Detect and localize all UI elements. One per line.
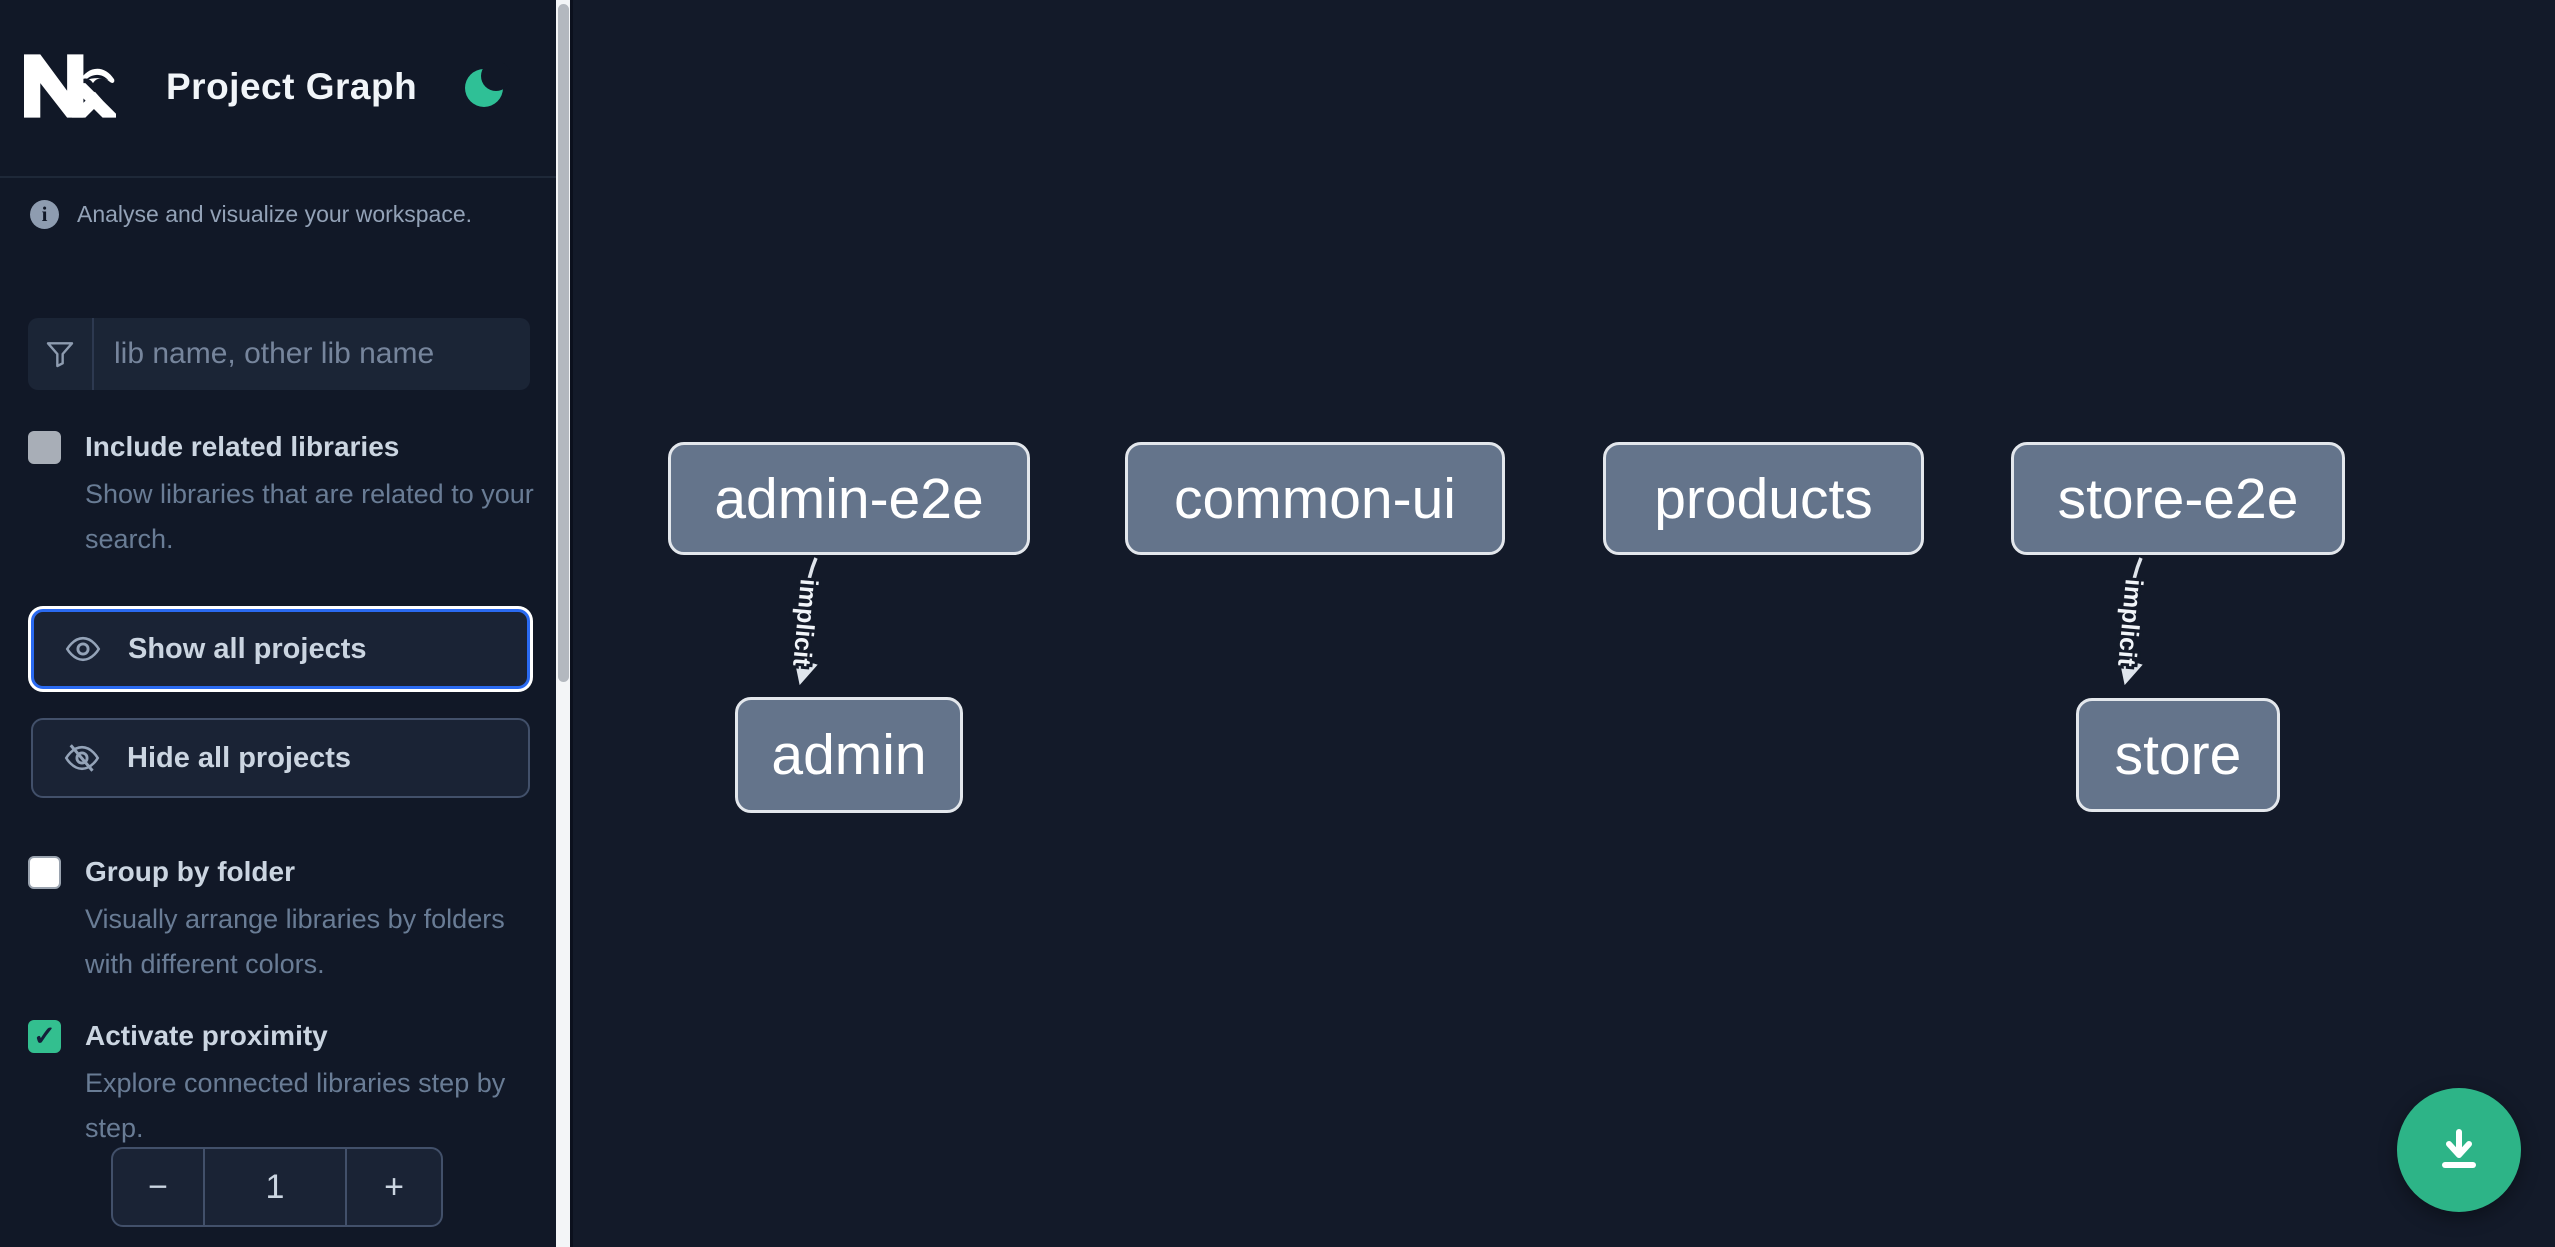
- intro-text: Analyse and visualize your workspace.: [77, 201, 473, 227]
- proximity-depth-stepper: − 1 +: [111, 1147, 443, 1227]
- project-node-store-e2e[interactable]: store-e2e: [2011, 442, 2345, 555]
- show-all-projects-button[interactable]: Show all projects: [31, 609, 530, 689]
- node-label: store: [2114, 723, 2242, 787]
- edge-label-implicit-store: implicit: [2112, 578, 2148, 668]
- header-divider: [0, 176, 556, 178]
- option-group-by-folder[interactable]: Group by folder Visually arrange librari…: [28, 854, 530, 987]
- edge-label-implicit-admin: implicit: [787, 578, 823, 668]
- stepper-increment-button[interactable]: +: [345, 1149, 441, 1225]
- info-icon: [30, 200, 59, 229]
- funnel-filter-icon: [46, 342, 74, 368]
- node-label: admin: [771, 723, 927, 787]
- node-label: common-ui: [1174, 466, 1456, 531]
- sidebar-scrollbar-thumb[interactable]: [557, 4, 569, 682]
- node-label: admin-e2e: [714, 466, 984, 531]
- intro-row: Analyse and visualize your workspace.: [30, 200, 530, 229]
- activate-proximity-label: Activate proximity: [85, 1020, 328, 1051]
- stepper-decrement-button[interactable]: −: [113, 1149, 205, 1225]
- dark-mode-moon-icon[interactable]: [462, 62, 510, 110]
- hide-all-projects-label: Hide all projects: [127, 741, 352, 774]
- download-image-button[interactable]: [2397, 1088, 2521, 1212]
- show-all-projects-label: Show all projects: [128, 632, 367, 665]
- filter-searchbox: [28, 318, 530, 390]
- sidebar: Project Graph Analyse and visualize your…: [0, 0, 556, 1247]
- graph-edges-layer: implicit implicit: [784, 557, 2151, 686]
- graph-canvas[interactable]: implicit implicit admin-e2e common-ui pr…: [570, 0, 2555, 1247]
- option-include-related[interactable]: Include related libraries Show libraries…: [28, 429, 534, 562]
- sidebar-scrollbar-track[interactable]: [556, 0, 570, 1247]
- filter-icon-cell: [28, 318, 94, 390]
- group-by-folder-checkbox[interactable]: [28, 856, 61, 889]
- include-related-checkbox[interactable]: [28, 431, 61, 464]
- eye-off-icon: [64, 744, 100, 772]
- project-node-store[interactable]: store: [2076, 698, 2280, 812]
- project-node-admin[interactable]: admin: [735, 697, 963, 813]
- project-node-admin-e2e[interactable]: admin-e2e: [668, 442, 1030, 555]
- hide-all-projects-button[interactable]: Hide all projects: [31, 718, 530, 798]
- edge-store-e2e-to-store: [2119, 557, 2143, 686]
- project-node-products[interactable]: products: [1603, 442, 1924, 555]
- include-related-label: Include related libraries: [85, 431, 400, 462]
- project-node-common-ui[interactable]: common-ui: [1125, 442, 1505, 555]
- group-by-folder-label: Group by folder: [85, 856, 295, 887]
- nx-logo: [24, 54, 116, 118]
- eye-icon: [65, 636, 101, 662]
- activate-proximity-description: Explore connected libraries step by step…: [85, 1068, 506, 1143]
- activate-proximity-checkbox[interactable]: [28, 1020, 61, 1053]
- search-input[interactable]: [94, 318, 530, 390]
- stepper-value: 1: [265, 1167, 285, 1206]
- node-label: store-e2e: [2057, 466, 2299, 531]
- page-title: Project Graph: [166, 66, 418, 107]
- download-icon: [2442, 1129, 2476, 1168]
- node-label: products: [1654, 466, 1873, 531]
- include-related-description: Show libraries that are related to your …: [85, 479, 534, 554]
- group-by-folder-description: Visually arrange libraries by folders wi…: [85, 904, 505, 979]
- edge-admin-e2e-to-admin: [794, 557, 818, 686]
- option-activate-proximity[interactable]: Activate proximity Explore connected lib…: [28, 1018, 530, 1151]
